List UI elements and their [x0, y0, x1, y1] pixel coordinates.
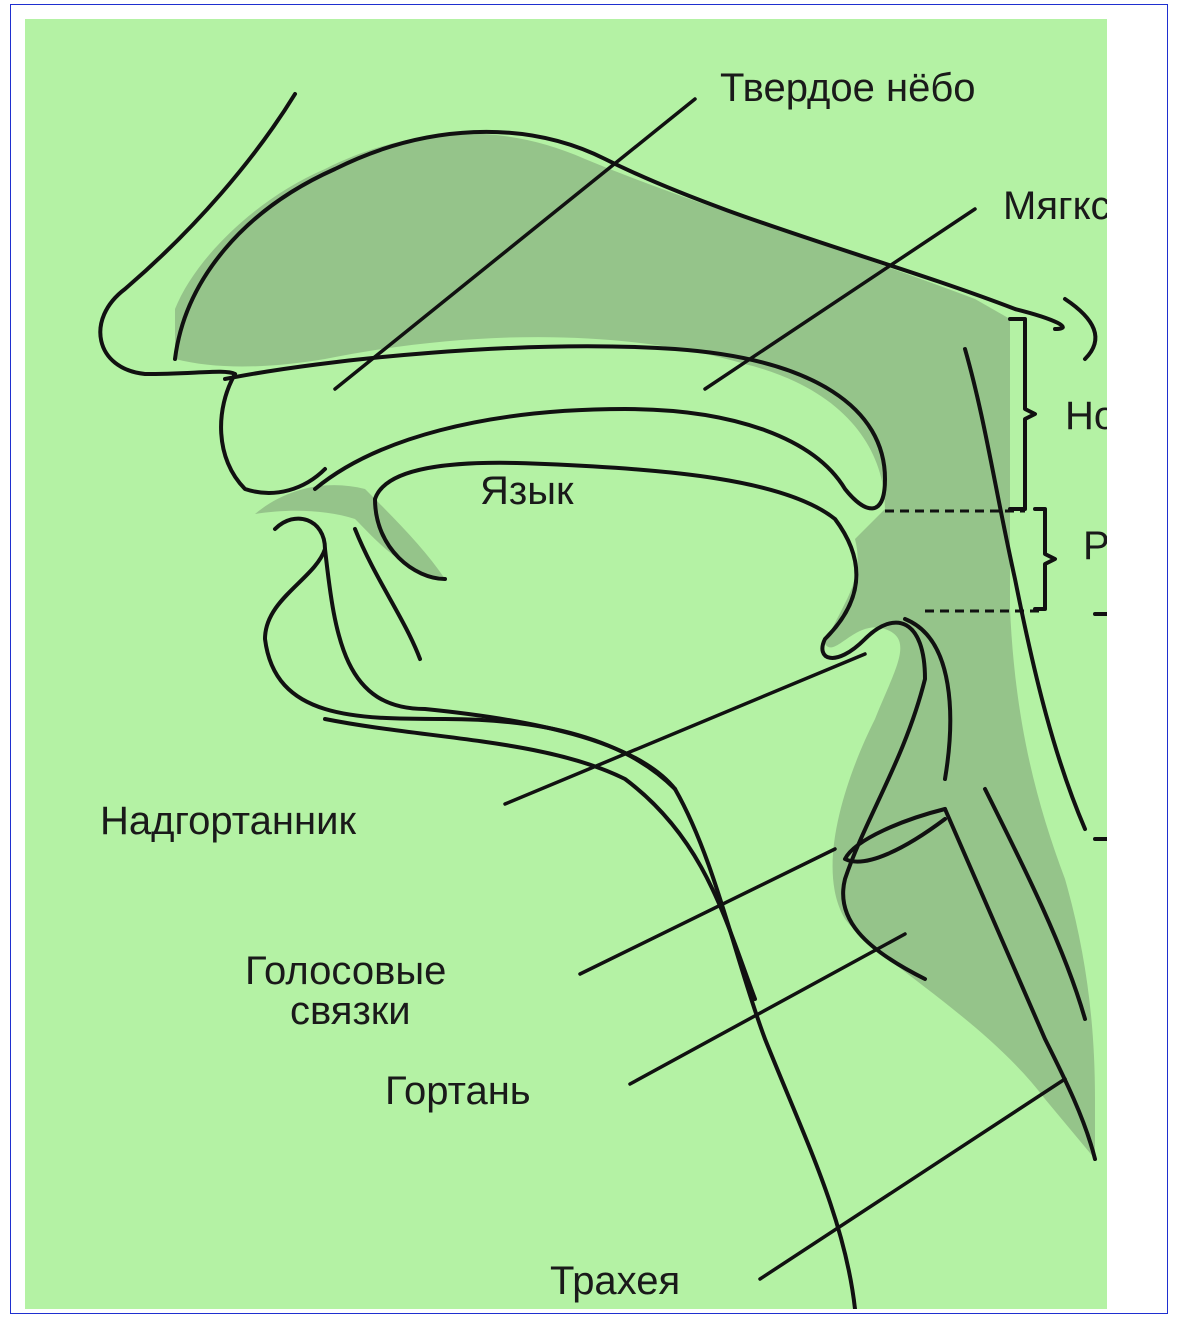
- label-vocal-cords-line2: связки: [290, 989, 411, 1033]
- label-trachea: Трахея: [550, 1259, 680, 1303]
- diagram-panel: Твердое нёбо Мягкс Но Р Язык Надгортанни…: [25, 19, 1107, 1309]
- label-vocal-cords-line1: Голосовые: [245, 949, 446, 993]
- label-soft-palate: Мягкс: [1003, 184, 1107, 228]
- label-nasopharynx: Но: [1065, 394, 1107, 438]
- label-larynx: Гортань: [385, 1069, 531, 1113]
- label-tongue: Язык: [480, 469, 574, 513]
- label-hard-palate: Твердое нёбо: [720, 66, 976, 110]
- label-oropharynx: Р: [1083, 524, 1107, 568]
- anatomy-diagram: Твердое нёбо Мягкс Но Р Язык Надгортанни…: [25, 19, 1107, 1309]
- label-epiglottis: Надгортанник: [100, 799, 356, 843]
- diagram-frame: Твердое нёбо Мягкс Но Р Язык Надгортанни…: [10, 4, 1168, 1314]
